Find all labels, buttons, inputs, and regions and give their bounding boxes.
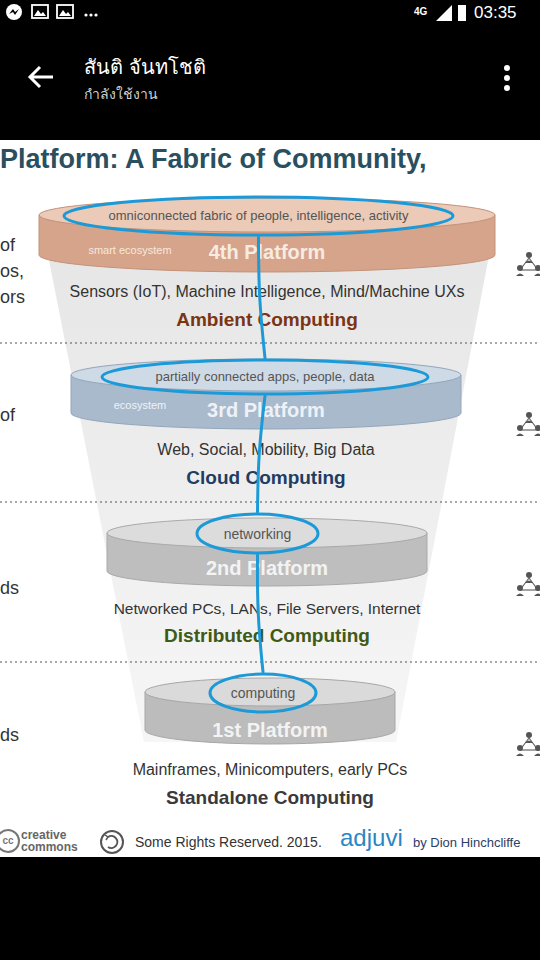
layer-description: omniconnected fabric of people, intellig… bbox=[66, 209, 451, 224]
back-arrow bbox=[30, 67, 53, 87]
people-icon bbox=[516, 732, 540, 756]
highlight-circle: networking bbox=[195, 512, 320, 555]
separator-line bbox=[0, 661, 540, 662]
layer-description: computing bbox=[212, 685, 314, 701]
cc-logo-ring bbox=[0, 830, 19, 852]
messenger-icon bbox=[6, 4, 22, 20]
people-icon bbox=[516, 252, 540, 276]
people-icon bbox=[516, 412, 540, 436]
era-name: Cloud Computing bbox=[36, 467, 496, 489]
separator-line bbox=[0, 342, 540, 343]
cropped-text: os, bbox=[0, 261, 40, 282]
platform-name: 2nd Platform bbox=[137, 557, 397, 580]
era-name: Ambient Computing bbox=[17, 309, 517, 331]
rights-symbol bbox=[101, 831, 123, 853]
rights-note: Some Rights Reserved. 2015. bbox=[135, 834, 335, 850]
brand-name: adjuvi bbox=[340, 824, 412, 852]
platform-layer: 2nd PlatformNetworked PCs, LANs, File Se… bbox=[60, 510, 480, 650]
era-name: Standalone Computing bbox=[90, 787, 450, 809]
people-icon bbox=[516, 572, 540, 596]
ecosystem-tag: ecosystem bbox=[80, 399, 200, 412]
technology-list: Mainframes, Minicomputers, early PCs bbox=[90, 761, 450, 779]
layer-description: partially connected apps, people, data bbox=[104, 370, 426, 385]
platform-layer: 1st PlatformMainframes, Minicomputers, e… bbox=[90, 668, 450, 813]
highlight-circle: omniconnected fabric of people, intellig… bbox=[62, 195, 455, 237]
connector-line bbox=[259, 237, 266, 358]
battery-icon bbox=[458, 5, 466, 21]
technology-list: Networked PCs, LANs, File Servers, Inter… bbox=[57, 600, 477, 618]
layer-description: networking bbox=[199, 525, 316, 541]
cropped-text: of bbox=[0, 235, 40, 256]
era-name: Distributed Computing bbox=[57, 625, 477, 647]
technology-list: Web, Social, Mobility, Big Data bbox=[36, 441, 496, 459]
highlight-circle: partially connected apps, people, data bbox=[100, 358, 430, 396]
cropped-text: ds bbox=[0, 578, 40, 599]
status-time: 03:35 bbox=[474, 3, 536, 23]
connector-line bbox=[258, 396, 266, 512]
cropped-text: of bbox=[0, 405, 40, 426]
image-icon bbox=[57, 5, 73, 18]
screen-bottom bbox=[0, 857, 540, 960]
ecosystem-tag: smart ecosystem bbox=[55, 244, 205, 257]
platform-name: 4th Platform bbox=[137, 241, 397, 264]
contact-name: สันติ จันทโชติ bbox=[84, 56, 484, 79]
network-type: 4G bbox=[414, 6, 436, 18]
platform-name: 3rd Platform bbox=[136, 399, 396, 422]
platform-name: 1st Platform bbox=[150, 719, 390, 742]
menu-dots bbox=[504, 65, 510, 91]
platform-layer: ecosystem3rd PlatformWeb, Social, Mobili… bbox=[40, 355, 500, 490]
image-area bbox=[0, 140, 540, 857]
contact-status: กำลังใช้งาน bbox=[84, 86, 484, 102]
app-bar bbox=[0, 0, 540, 140]
technology-list: Sensors (IoT), Machine Intelligence, Min… bbox=[17, 283, 517, 301]
highlight-circle: computing bbox=[208, 672, 318, 714]
more-notifications bbox=[84, 13, 97, 16]
author-credit: by Dion Hinchcliffe bbox=[413, 836, 540, 851]
cropped-text: ors bbox=[0, 287, 40, 308]
connector-line bbox=[257, 555, 263, 672]
license-name: creative commons bbox=[21, 829, 81, 853]
diagram-title: Platform: A Fabric of Community, bbox=[0, 144, 540, 175]
signal-icon bbox=[436, 5, 452, 21]
platform-layer: smart ecosystem4th PlatformSensors (IoT)… bbox=[20, 190, 520, 330]
separator-line bbox=[0, 501, 540, 502]
image-icon bbox=[32, 5, 48, 18]
cc-logo-text: cc bbox=[0, 835, 16, 847]
cropped-text: ds bbox=[0, 725, 40, 746]
